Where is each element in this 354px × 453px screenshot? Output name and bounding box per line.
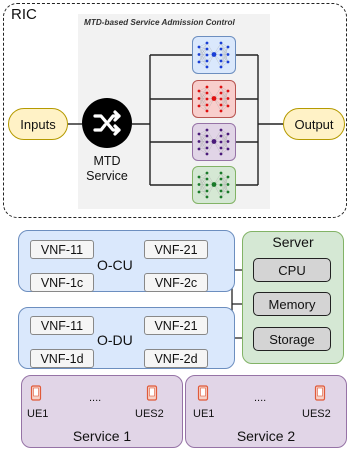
neural-network-icon xyxy=(197,128,230,156)
output-node: Output xyxy=(283,108,345,140)
service1-ue-last: UES2 xyxy=(135,408,164,420)
odu-vnf-21: VNF-21 xyxy=(144,316,208,335)
odu-vnf-2d: VNF-2d xyxy=(144,349,208,368)
o-du-label: O-DU xyxy=(97,332,133,348)
service-2-label: Service 2 xyxy=(236,428,296,444)
cpu-resource: CPU xyxy=(253,258,331,282)
service1-ue-first: UE1 xyxy=(27,408,49,420)
memory-resource: Memory xyxy=(253,292,331,316)
inputs-node: Inputs xyxy=(8,108,68,140)
neural-network-icon xyxy=(197,85,230,113)
panel-title: MTD-based Service Admission Control xyxy=(84,18,235,27)
service-1-label: Service 1 xyxy=(72,428,132,444)
service-model-green xyxy=(192,166,236,204)
ocu-vnf-2c: VNF-2c xyxy=(144,273,208,292)
neural-network-icon xyxy=(197,171,230,199)
service2-ue-first: UE1 xyxy=(193,408,215,420)
service-model-blue xyxy=(192,36,236,74)
service2-ue-last: UES2 xyxy=(302,408,331,420)
phone-icon xyxy=(314,385,326,401)
service-model-purple xyxy=(192,123,236,161)
storage-resource: Storage xyxy=(253,327,331,351)
phone-icon xyxy=(30,385,42,401)
service-model-red xyxy=(192,80,236,118)
o-cu-label: O-CU xyxy=(97,257,133,273)
mtd-label-line2: Service xyxy=(86,169,128,183)
phone-icon xyxy=(146,385,158,401)
phone-icon xyxy=(197,385,209,401)
ocu-vnf-11: VNF-11 xyxy=(30,240,94,259)
odu-vnf-1d: VNF-1d xyxy=(30,349,94,368)
service1-ellipsis: .... xyxy=(89,392,102,404)
ric-container xyxy=(3,3,347,218)
server-title: Server xyxy=(272,234,314,250)
mtd-service-label: MTD Service xyxy=(84,154,130,184)
mtd-label-line1: MTD xyxy=(93,154,121,168)
mtd-shuffle-icon xyxy=(82,98,132,148)
ric-label: RIC xyxy=(11,6,37,23)
odu-vnf-11: VNF-11 xyxy=(30,316,94,335)
neural-network-icon xyxy=(197,41,230,69)
service2-ellipsis: .... xyxy=(254,392,267,404)
ocu-vnf-21: VNF-21 xyxy=(144,240,208,259)
ocu-vnf-1c: VNF-1c xyxy=(30,273,94,292)
